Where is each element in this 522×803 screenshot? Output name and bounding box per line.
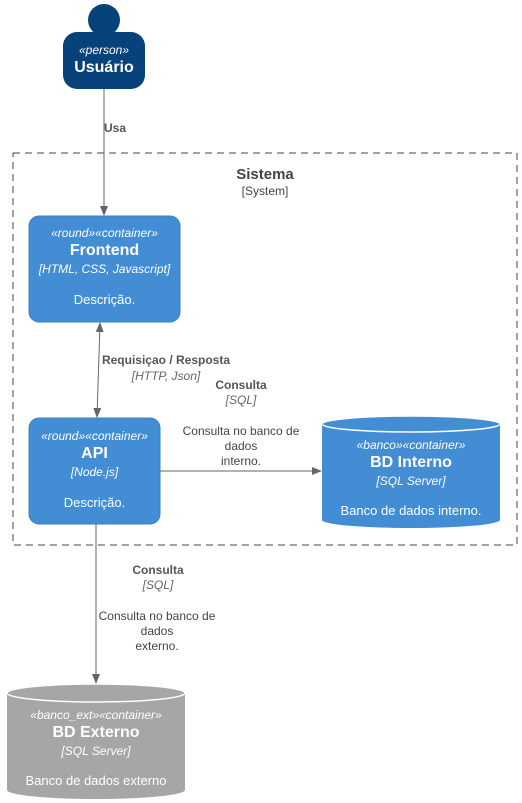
relation-usa-label: Usa <box>104 121 127 135</box>
frontend-node: «round»«container» Frontend [HTML, CSS, … <box>29 225 180 308</box>
bd-externo-cylinder <box>6 683 186 799</box>
relation-consulta-externo-tech: [SQL] <box>142 578 174 592</box>
relation-consulta-interno-tech: [SQL] <box>225 393 257 407</box>
api-stereotype: «round»«container» <box>41 429 148 443</box>
bd-interno-node: «banco»«container» BD Interno [SQL Serve… <box>322 437 500 519</box>
bd-externo-description: Banco de dados externo <box>25 773 167 788</box>
arrow-requisicao <box>93 322 104 418</box>
frontend-description: Descrição. <box>73 292 136 307</box>
bd-externo-stereotype: «banco_ext»«container» <box>30 708 162 722</box>
frontend-stereotype: «round»«container» <box>51 226 158 240</box>
api-node: «round»«container» API [Node.js] Descriç… <box>29 428 160 511</box>
relation-consulta-externo-desc-line: Consulta no banco de <box>98 609 216 623</box>
relation-consulta-interno-desc: Consulta no banco de dados interno. <box>176 424 306 469</box>
person-name: Usuário <box>74 59 134 76</box>
relation-consulta-interno-desc-line: interno. <box>220 454 262 468</box>
api-tech: [Node.js] <box>70 465 119 479</box>
bd-interno-cylinder <box>321 415 501 528</box>
frontend-name: Frontend <box>69 242 140 259</box>
relation-consulta-interno-desc-line: Consulta no banco de <box>182 424 300 438</box>
person-shape <box>63 4 145 89</box>
relation-consulta-externo-label: Consulta <box>132 563 184 577</box>
relation-consulta-externo: Consulta [SQL] <box>118 563 198 593</box>
bd-interno-tech: [SQL Server] <box>376 474 446 488</box>
relation-req-label: Requisiçao / Resposta <box>101 353 231 367</box>
relation-consulta-externo-desc: Consulta no banco de dados externo. <box>92 609 222 654</box>
boundary-type: [System] <box>241 184 289 198</box>
bd-externo-name: BD Externo <box>52 724 140 741</box>
relation-consulta-interno-desc-line: dados <box>224 439 258 453</box>
system-boundary <box>12 152 518 546</box>
relation-req: Requisiçao / Resposta [HTTP, Json] <box>96 353 236 384</box>
relation-consulta-externo-desc-line: externo. <box>135 639 179 653</box>
api-name: API <box>81 445 108 462</box>
boundary-name: Sistema <box>236 166 294 183</box>
bd-interno-stereotype: «banco»«container» <box>356 438 466 452</box>
bd-interno-description: Banco de dados interno. <box>340 503 482 518</box>
relation-consulta-interno: Consulta [SQL] <box>200 378 282 408</box>
relation-consulta-externo-desc-line: dados <box>140 624 174 638</box>
person-stereotype: «person» <box>78 43 130 57</box>
relation-consulta-interno-label: Consulta <box>215 378 267 392</box>
person-node: «person» Usuário <box>63 42 145 78</box>
relation-req-tech: [HTTP, Json] <box>131 369 201 383</box>
bd-interno-name: BD Interno <box>370 454 452 471</box>
api-description: Descrição. <box>63 495 126 510</box>
boundary-label: Sistema [System] <box>205 166 325 199</box>
bd-externo-tech: [SQL Server] <box>61 744 131 758</box>
frontend-box <box>28 215 181 323</box>
frontend-tech: [HTML, CSS, Javascript] <box>38 262 171 276</box>
bd-externo-node: «banco_ext»«container» BD Externo [SQL S… <box>7 707 185 789</box>
